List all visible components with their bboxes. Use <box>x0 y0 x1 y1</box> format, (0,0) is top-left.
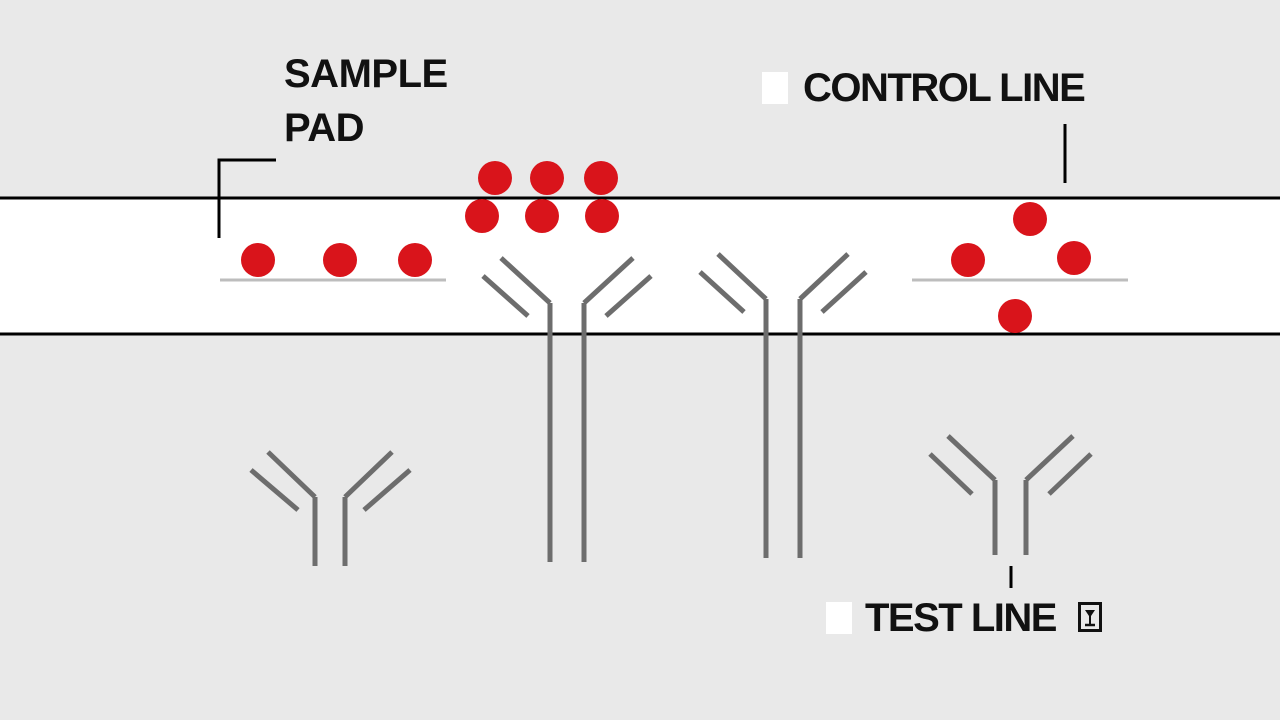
test-line-label: TEST LINE <box>865 596 1057 640</box>
red-particle <box>584 161 618 195</box>
red-particle <box>465 199 499 233</box>
red-particle <box>398 243 432 277</box>
red-particle <box>530 161 564 195</box>
antibody-tall-2 <box>698 252 868 558</box>
white-square-icon <box>826 602 852 634</box>
sample-pad-label-line2: PAD <box>284 106 364 150</box>
red-particle <box>1057 241 1091 275</box>
antibody-small-right <box>928 434 1093 555</box>
red-particle <box>1013 202 1047 236</box>
antibody-small-left <box>249 450 412 566</box>
red-particle <box>525 199 559 233</box>
red-particle <box>241 243 275 277</box>
boxed-glyph-icon <box>1078 602 1102 632</box>
sample-pad-label-line1: SAMPLE <box>284 52 448 96</box>
red-particle <box>478 161 512 195</box>
sample-pad-bracket <box>217 158 276 238</box>
white-square-icon <box>762 72 788 104</box>
control-line-label: CONTROL LINE <box>803 66 1086 110</box>
red-particle <box>951 243 985 277</box>
red-particle <box>323 243 357 277</box>
red-particle <box>998 299 1032 333</box>
red-particle <box>585 199 619 233</box>
antibody-tall-1 <box>481 256 653 562</box>
